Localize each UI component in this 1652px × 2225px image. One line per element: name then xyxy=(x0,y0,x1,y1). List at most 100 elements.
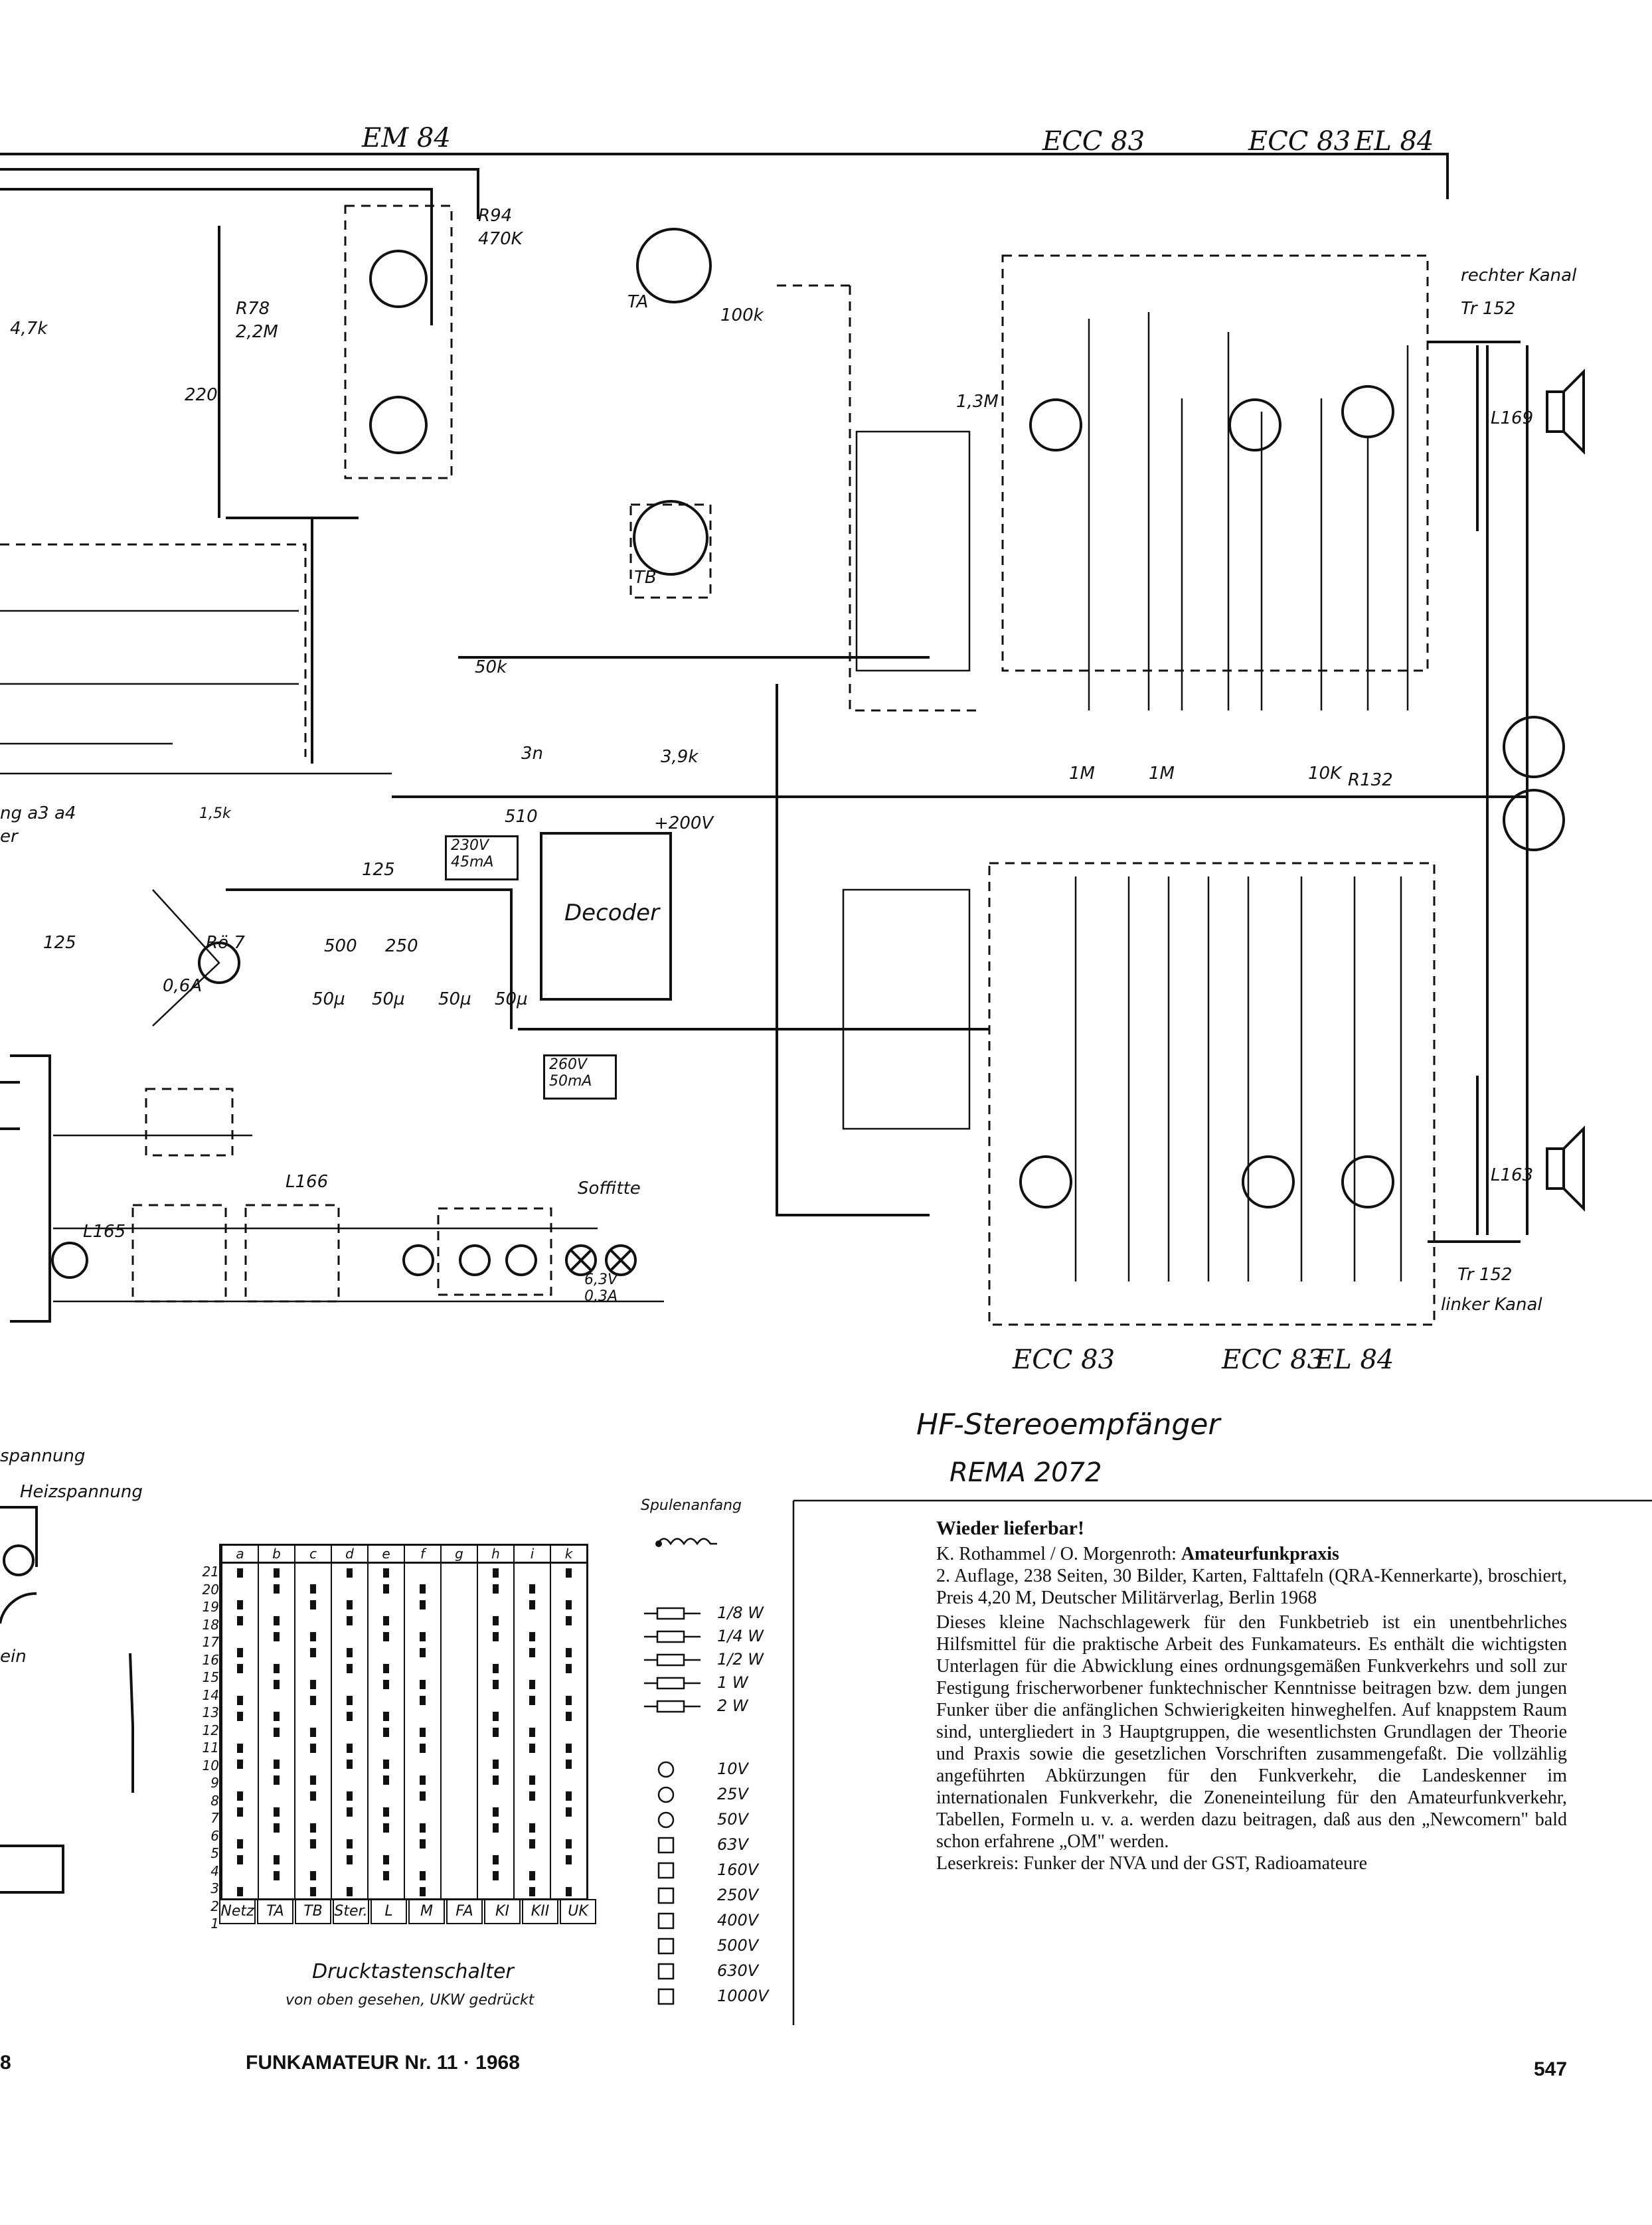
contact-mark xyxy=(310,1631,316,1641)
switch-contact-cell xyxy=(477,1691,514,1707)
switch-contact-cell xyxy=(294,1882,331,1898)
switch-row-number: 10 xyxy=(202,1757,219,1773)
switch-contact-cell xyxy=(513,1643,550,1659)
contact-mark xyxy=(420,1886,426,1896)
tube-el84-label: EL 84 xyxy=(1355,126,1434,157)
switch-row-number: 1 xyxy=(210,1916,219,1932)
switch-contact-cell xyxy=(258,1723,295,1739)
contact-mark xyxy=(566,1600,572,1609)
switch-contact-cell xyxy=(477,1787,514,1803)
switch-contact-cell xyxy=(477,1562,514,1580)
switch-contact-cell xyxy=(550,1659,586,1675)
contact-mark xyxy=(347,1791,353,1801)
switch-row-number: 14 xyxy=(202,1687,219,1703)
switch-row-number: 11 xyxy=(202,1740,219,1756)
capacitor-voltage-label: 10V xyxy=(717,1760,748,1778)
switch-contact-cell xyxy=(477,1803,514,1819)
contact-mark xyxy=(347,1886,353,1896)
switch-contact-cell xyxy=(258,1739,295,1755)
tube-ecc83-label: ECC 83 xyxy=(1248,126,1351,157)
switch-contact-cell xyxy=(477,1580,514,1596)
switch-contact-cell xyxy=(331,1675,368,1691)
switch-contact-cell xyxy=(258,1803,295,1819)
switch-contact-cell xyxy=(440,1580,477,1596)
contact-mark xyxy=(529,1679,535,1689)
switch-contact-cell xyxy=(331,1819,368,1835)
switch-contact-cell xyxy=(221,1771,258,1787)
contact-mark xyxy=(383,1727,389,1737)
switch-contact-cell xyxy=(477,1643,514,1659)
contact-mark xyxy=(347,1695,353,1705)
contact-mark xyxy=(493,1679,499,1689)
contact-mark xyxy=(493,1807,499,1817)
switch-contact-cell xyxy=(513,1803,550,1819)
contact-mark xyxy=(529,1886,535,1896)
resistor-wattage-label: 1 W xyxy=(717,1673,748,1692)
switch-contact-cell xyxy=(294,1739,331,1755)
contact-mark xyxy=(493,1631,499,1641)
contact-mark xyxy=(237,1615,243,1625)
resistor-value: 500 xyxy=(324,936,357,956)
switch-contact-cell xyxy=(440,1819,477,1835)
switch-contact-cell xyxy=(294,1627,331,1643)
switch-contact-cell xyxy=(550,1562,586,1580)
capacitor-value: 50µ xyxy=(495,989,528,1009)
contact-mark xyxy=(383,1568,389,1578)
switch-contact-cell xyxy=(550,1739,586,1755)
contact-mark xyxy=(383,1679,389,1689)
contact-mark xyxy=(310,1727,316,1737)
contact-mark xyxy=(237,1600,243,1609)
contact-mark xyxy=(274,1727,280,1737)
resistor-value: 3,9k xyxy=(661,747,699,767)
contact-mark xyxy=(274,1631,280,1641)
switch-contact-cell xyxy=(258,1643,295,1659)
switch-contact-cell xyxy=(440,1562,477,1580)
switch-key-label: TA xyxy=(257,1899,293,1924)
switch-row xyxy=(221,1723,586,1739)
switch-row-number: 2 xyxy=(210,1898,219,1914)
switch-contact-cell xyxy=(440,1643,477,1659)
coil-label: L163 xyxy=(1491,1165,1534,1185)
switch-contact-cell xyxy=(294,1803,331,1819)
switch-contact-cell xyxy=(404,1659,441,1675)
switch-contact-cell xyxy=(221,1851,258,1866)
supply-label: +200V xyxy=(654,813,714,833)
switch-row-number: 12 xyxy=(202,1722,219,1738)
switch-column-header: e xyxy=(367,1546,404,1564)
contact-mark xyxy=(493,1568,499,1578)
capacitor-value: 50µ xyxy=(372,989,405,1009)
contact-mark xyxy=(347,1743,353,1753)
switch-contact-cell xyxy=(294,1723,331,1739)
switch-contact-cell xyxy=(221,1627,258,1643)
switch-contact-cell xyxy=(513,1866,550,1882)
contact-mark xyxy=(237,1743,243,1753)
switch-contact-cell xyxy=(440,1659,477,1675)
switch-contact-cell xyxy=(404,1627,441,1643)
contact-mark xyxy=(347,1615,353,1625)
switch-contact-cell xyxy=(404,1866,441,1882)
switch-contact-cell xyxy=(367,1866,404,1882)
switch-contact-cell xyxy=(550,1851,586,1866)
switch-column-header: d xyxy=(331,1546,368,1564)
switch-row-number: 18 xyxy=(202,1616,219,1633)
switch-row xyxy=(221,1643,586,1659)
switch-contact-cell xyxy=(331,1771,368,1787)
contact-mark xyxy=(310,1679,316,1689)
contact-mark xyxy=(237,1568,243,1578)
switch-row-number: 17 xyxy=(202,1634,219,1650)
book-reference: K. Rothammel / O. Morgenroth: Amateurfun… xyxy=(936,1543,1567,1565)
capacitor-voltage-label: 400V xyxy=(717,1911,759,1930)
contact-mark xyxy=(237,1759,243,1769)
switch-contact-cell xyxy=(440,1835,477,1851)
switch-contact-cell xyxy=(440,1691,477,1707)
switch-contact-cell xyxy=(513,1580,550,1596)
switch-row xyxy=(221,1851,586,1866)
switch-column-header: k xyxy=(550,1546,586,1564)
switch-contact-cell xyxy=(221,1755,258,1771)
contact-mark xyxy=(566,1791,572,1801)
switch-contact-cell xyxy=(221,1691,258,1707)
connector-label-ta: TA xyxy=(627,292,649,312)
contact-mark xyxy=(383,1663,389,1673)
switch-contact-cell xyxy=(367,1723,404,1739)
